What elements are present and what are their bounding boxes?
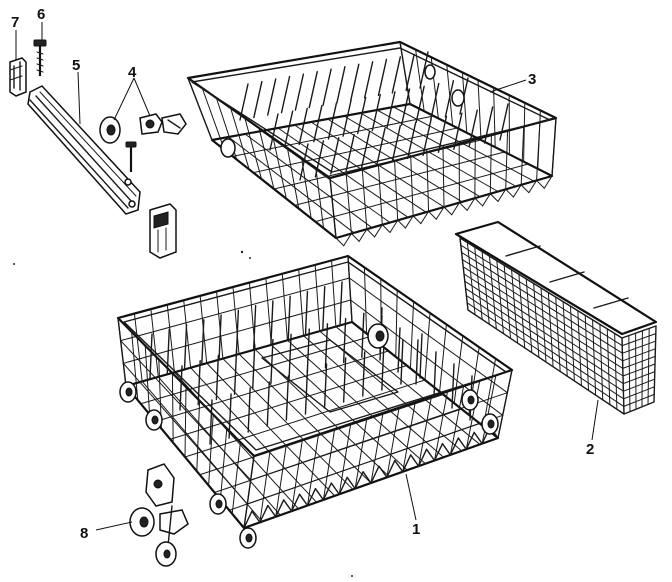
callout-5: 5	[72, 57, 80, 74]
lower-rack	[116, 254, 514, 549]
scan-specks	[13, 250, 353, 577]
roller-assembly	[99, 113, 187, 144]
silverware-basket	[454, 220, 658, 415]
callout-1: 1	[412, 521, 420, 538]
callout-8: 8	[80, 525, 88, 542]
rail-end-cap	[9, 57, 27, 97]
rail-screw	[125, 141, 137, 172]
upper-rack	[186, 40, 558, 247]
leader-lines	[15, 22, 599, 531]
callout-7: 7	[11, 14, 19, 31]
callout-2: 2	[586, 441, 594, 458]
callout-6: 6	[37, 6, 45, 23]
callout-4: 4	[128, 64, 137, 81]
callout-3: 3	[528, 71, 536, 88]
rail-stop	[149, 203, 177, 259]
callouts: 7 6 5 4 3 2 1 8	[11, 6, 594, 542]
mounting-screw	[33, 39, 47, 76]
wheel-bracket-assembly	[129, 463, 189, 567]
slide-rail	[27, 85, 141, 215]
